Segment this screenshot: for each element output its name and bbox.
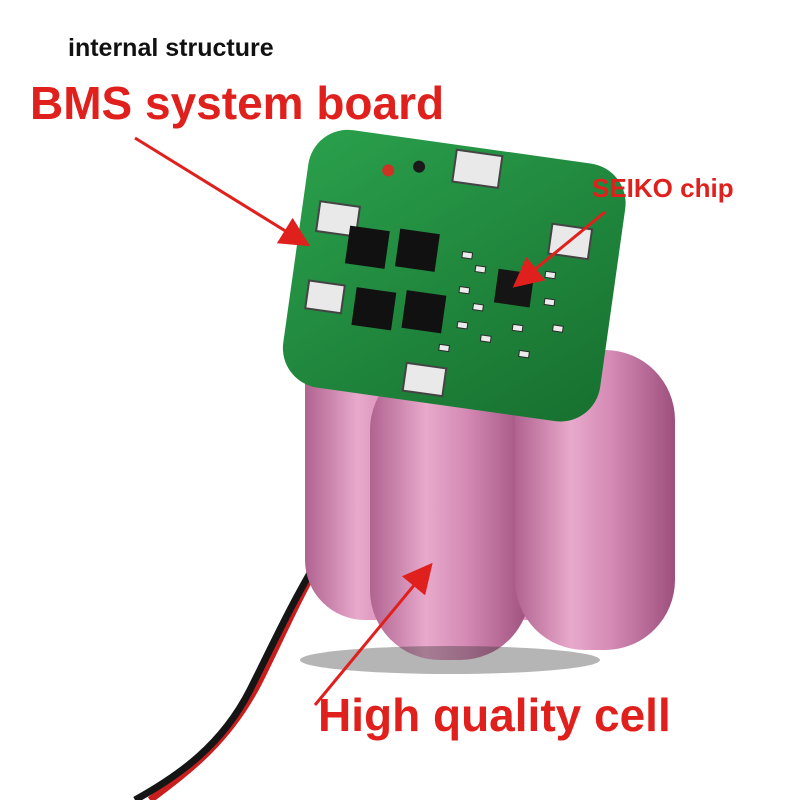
connector-left (314, 200, 362, 238)
battery-cell-front-right (515, 350, 675, 650)
arrow-icon (313, 562, 433, 706)
pcb-substrate (282, 129, 626, 422)
mosfet-2 (394, 228, 440, 272)
connector-bottom (401, 361, 448, 398)
mosfet-3 (351, 287, 397, 331)
smd-components (438, 251, 564, 359)
connector-mid-left (304, 279, 346, 315)
cell-label: High quality cell (318, 689, 671, 741)
arrow-icon (134, 136, 311, 247)
title: BMS system board (30, 77, 445, 129)
mosfet-4 (401, 290, 447, 334)
sensor (413, 160, 426, 173)
mosfet-1 (344, 225, 390, 269)
led (382, 164, 395, 177)
subtitle: internal structure (68, 34, 274, 62)
chip-label: SEIKO chip (592, 173, 734, 203)
cell-shadow (300, 646, 600, 674)
bms-board (282, 129, 626, 422)
connector-top (451, 148, 504, 189)
arrow-icon (512, 210, 606, 288)
